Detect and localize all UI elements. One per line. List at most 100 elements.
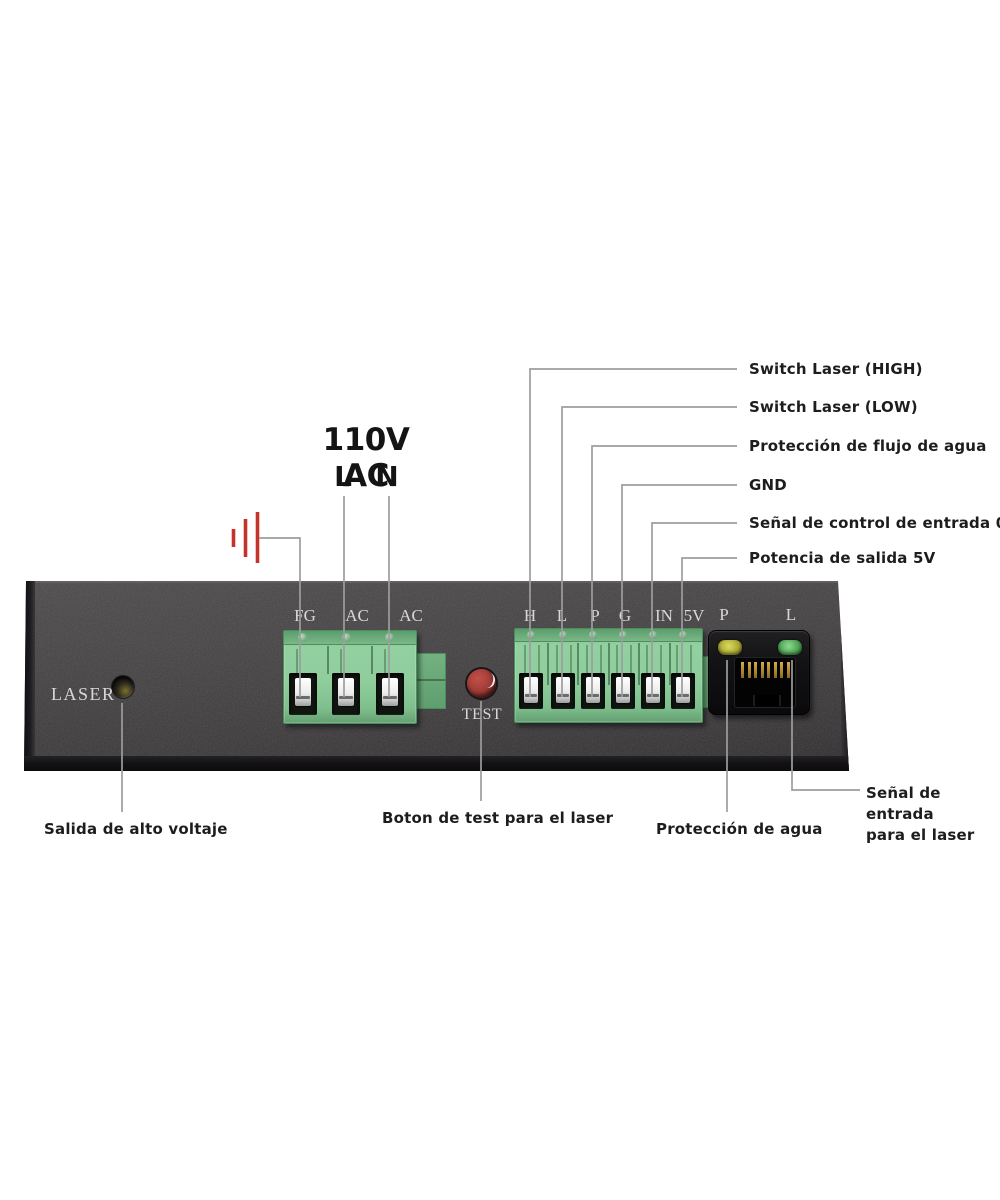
rj45-pin [741, 662, 744, 678]
screw-slot [557, 694, 569, 697]
terminal-top-screw [342, 633, 351, 642]
annotation-laser-input-line2: para el laser [866, 826, 975, 844]
test-stamp: TEST [461, 706, 503, 723]
in-screw [646, 677, 660, 703]
ac-voltage-title: 110V AC [322, 422, 410, 494]
rj45-pin [780, 662, 783, 678]
laser-input-led [778, 640, 802, 655]
l-screw [556, 677, 570, 703]
rj45-pin [767, 662, 770, 678]
terminal-slot-line [676, 645, 678, 675]
panel-right-edge [841, 581, 849, 771]
terminal-groove [577, 643, 579, 685]
terminal-slot-line [586, 645, 588, 675]
terminal-slot-line [556, 645, 558, 675]
rj45-l-led-stamp: L [785, 605, 797, 624]
terminal-top-screw [649, 631, 657, 639]
l-pin-stamp: L [556, 606, 568, 625]
rj45-connector [708, 630, 810, 715]
ac2-pin-stamp: AC [399, 606, 423, 625]
ac-neutral-label: N [375, 460, 399, 493]
annotation-laser-input: Señal de entrada para el laser [866, 783, 1000, 846]
ac-terminal-side-tab [415, 653, 446, 709]
panel-left-edge [24, 581, 35, 771]
terminal-slot-line [538, 645, 540, 675]
annotation-water-protection: Protección de agua [656, 820, 823, 838]
screw-slot [617, 694, 629, 697]
in-screw-opening [641, 673, 665, 709]
ac1-screw [338, 678, 354, 706]
laser-stamp: LASER [51, 684, 116, 704]
rj45-clip-notch [753, 695, 781, 706]
screw-slot [647, 694, 659, 697]
annotation-high-voltage-output: Salida de alto voltaje [44, 820, 228, 838]
rj45-pin [754, 662, 757, 678]
terminal-slot-line [660, 645, 662, 675]
screw-slot [587, 694, 599, 697]
terminal-groove [547, 643, 549, 685]
power-supply-rear-panel: LASER FG AC AC [24, 581, 849, 771]
terminal-slot-line [296, 649, 298, 673]
screw-slot [525, 694, 537, 697]
panel-bottom-bevel [24, 756, 849, 771]
h-screw [524, 677, 538, 703]
rj45-pin [747, 662, 751, 678]
high-voltage-output-hole [112, 676, 134, 698]
terminal-slot-line [630, 645, 632, 675]
l-screw-opening [551, 673, 575, 709]
h-pin-stamp: H [523, 606, 537, 625]
ac1-pin-stamp: AC [345, 606, 369, 625]
rj45-pin [773, 662, 777, 678]
terminal-top-screw [679, 631, 687, 639]
g-screw [616, 677, 630, 703]
annotation-laser-input-line1: Señal de entrada [866, 784, 941, 823]
annotation-switch-laser-high: Switch Laser (HIGH) [749, 360, 923, 378]
5v-screw [676, 677, 690, 703]
fg-screw-opening [289, 673, 317, 715]
terminal-slot-line [524, 645, 526, 675]
terminal-top-screw [589, 631, 597, 639]
terminal-slot-line [600, 645, 602, 675]
terminal-slot-line [690, 645, 692, 675]
annotation-control-signal: Señal de control de entrada 0-5V [749, 514, 1000, 532]
ac1-screw-opening [332, 673, 360, 715]
annotation-gnd: GND [749, 476, 787, 494]
h-screw-opening [519, 673, 543, 709]
terminal-groove [327, 646, 329, 674]
screw-slot [383, 696, 397, 699]
screw-slot [296, 696, 310, 699]
rj45-pin [786, 662, 790, 678]
annotation-test-button: Boton de test para el laser [382, 809, 614, 827]
rj45-pin [760, 662, 764, 678]
fg-pin-stamp: FG [294, 606, 316, 625]
tab-groove [416, 679, 445, 681]
water-protection-led [718, 640, 742, 655]
ac-terminal-block [283, 630, 417, 724]
signal-terminal-block [514, 628, 703, 723]
5v-pin-stamp: 5V [683, 606, 705, 625]
screw-slot [339, 696, 353, 699]
annotation-water-flow-protection: Protección de flujo de agua [749, 437, 987, 455]
fg-screw [295, 678, 311, 706]
screw-slot [677, 694, 689, 697]
terminal-slot-line [384, 649, 386, 673]
terminal-groove [371, 646, 373, 674]
terminal-top-screw [559, 631, 567, 639]
terminal-slot-line [570, 645, 572, 675]
terminal-slot-line [340, 649, 342, 673]
terminal-groove [638, 643, 640, 685]
terminal-slot-line [616, 645, 618, 675]
ac2-screw-opening [376, 673, 404, 715]
terminal-top-screw [298, 633, 307, 642]
rj45-p-led-stamp: P [719, 605, 729, 624]
p-screw [586, 677, 600, 703]
ac2-screw [382, 678, 398, 706]
terminal-top-screw [385, 633, 394, 642]
5v-screw-opening [671, 673, 695, 709]
annotation-5v-output: Potencia de salida 5V [749, 549, 936, 567]
terminal-top-screw [619, 631, 627, 639]
p-screw-opening [581, 673, 605, 709]
g-screw-opening [611, 673, 635, 709]
rj45-jack-opening [734, 657, 796, 708]
